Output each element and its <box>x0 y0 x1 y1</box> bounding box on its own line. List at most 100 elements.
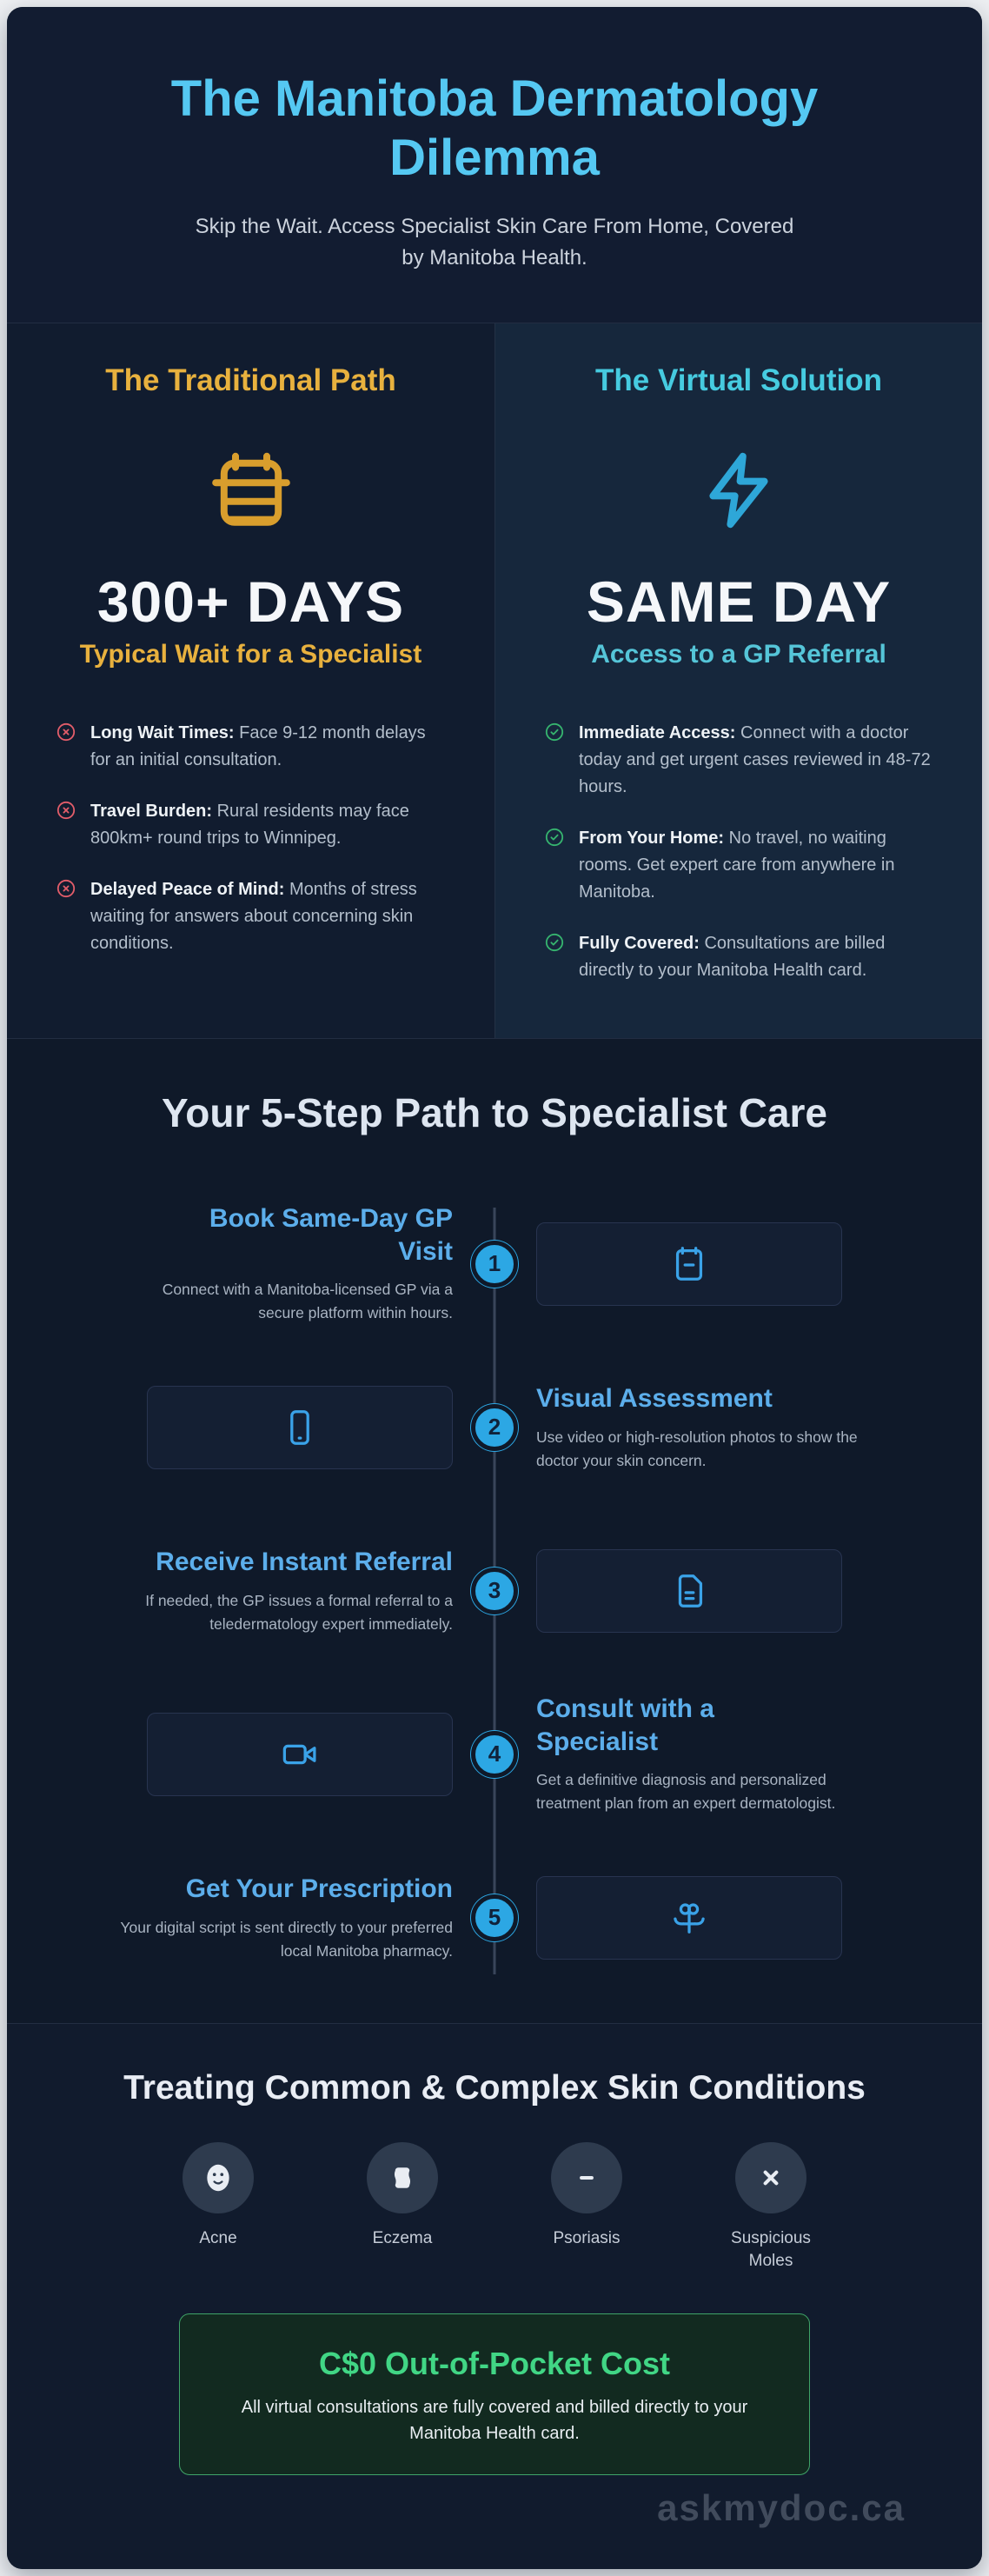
conditions-heading: Treating Common & Complex Skin Condition… <box>123 2068 866 2107</box>
step-row: 2 Visual Assessment Use video or high-re… <box>70 1362 919 1493</box>
circle-check-icon <box>544 722 565 742</box>
traditional-stat-caption: Typical Wait for a Specialist <box>79 639 422 669</box>
circle-check-icon <box>544 827 565 848</box>
traditional-heading: The Traditional Path <box>105 363 396 397</box>
point-text: Long Wait Times: Face 9-12 month delays … <box>90 722 426 769</box>
point-text: From Your Home: No travel, no waiting ro… <box>579 828 895 902</box>
conditions-section: Treating Common & Complex Skin Condition… <box>7 2022 982 2570</box>
hero-section: The Manitoba Dermatology Dilemma Skip th… <box>7 7 982 323</box>
comparison-section: The Traditional Path 300+ DAYS Typical W… <box>7 322 982 1038</box>
list-item: From Your Home: No travel, no waiting ro… <box>544 825 933 906</box>
step-icon-card <box>147 1712 453 1796</box>
step-text: Consult with a Specialist Get a definiti… <box>536 1693 871 1815</box>
step-title: Receive Instant Referral <box>156 1548 453 1576</box>
circle-check-icon <box>544 932 565 953</box>
step-number-badge: 4 <box>471 1730 518 1778</box>
smiley-face-icon <box>207 2164 229 2192</box>
step-title: Visual Assessment <box>536 1384 773 1413</box>
point-text: Travel Burden: Rural residents may face … <box>90 801 409 848</box>
steps-timeline: Book Same-Day GP Visit Connect with a Ma… <box>70 1199 919 1983</box>
step-title: Get Your Prescription <box>185 1874 453 1903</box>
circle-x-icon <box>56 722 76 742</box>
condition-item: Psoriasis <box>536 2141 637 2272</box>
condition-circle <box>367 2141 438 2213</box>
point-label: Travel Burden: <box>90 801 213 821</box>
watermark: askmydoc.ca <box>657 2487 906 2529</box>
step-description: Connect with a Manitoba-licensed GP via … <box>162 1281 453 1322</box>
condition-circle <box>735 2141 806 2213</box>
circle-x-icon <box>56 878 76 899</box>
condition-item: Eczema <box>352 2141 453 2272</box>
cost-box-text: All virtual consultations are fully cove… <box>241 2398 748 2444</box>
step-icon-card <box>536 1875 842 1960</box>
condition-circle <box>183 2141 254 2213</box>
steps-section: Your 5-Step Path to Specialist Care Book… <box>7 1037 982 2023</box>
point-text: Delayed Peace of Mind: Months of stress … <box>90 879 417 953</box>
point-label: Fully Covered: <box>579 933 700 953</box>
condition-item: Suspicious Moles <box>720 2141 821 2272</box>
point-label: Delayed Peace of Mind: <box>90 879 285 899</box>
cost-box-title: C$0 Out-of-Pocket Cost <box>318 2346 671 2382</box>
list-item: Immediate Access: Connect with a doctor … <box>544 720 933 801</box>
point-label: Long Wait Times: <box>90 722 235 742</box>
step-description: Get a definitive diagnosis and personali… <box>536 1771 836 1813</box>
condition-label: Psoriasis <box>553 2228 621 2247</box>
condition-circle <box>551 2141 622 2213</box>
list-item: Long Wait Times: Face 9-12 month delays … <box>56 720 446 774</box>
point-label: From Your Home: <box>579 828 725 848</box>
step-title: Book Same-Day GP Visit <box>209 1204 453 1266</box>
list-item: Delayed Peace of Mind: Months of stress … <box>56 876 446 957</box>
traditional-points-list: Long Wait Times: Face 9-12 month delays … <box>56 720 446 957</box>
calendar-icon <box>211 452 290 526</box>
steps-heading: Your 5-Step Path to Specialist Care <box>161 1089 827 1135</box>
calendar-icon <box>675 1247 703 1281</box>
step-text: Receive Instant Referral If needed, the … <box>118 1546 453 1636</box>
traditional-stat: 300+ DAYS <box>96 569 405 634</box>
point-text: Immediate Access: Connect with a doctor … <box>579 722 931 796</box>
smartphone-icon <box>290 1410 309 1445</box>
step-title: Consult with a Specialist <box>536 1694 714 1756</box>
step-number-badge: 5 <box>471 1894 518 1941</box>
step-row: Book Same-Day GP Visit Connect with a Ma… <box>70 1199 919 1329</box>
pharmacy-flower-icon <box>674 1903 705 1934</box>
condition-label: Acne <box>199 2228 237 2247</box>
virtual-stat-caption: Access to a GP Referral <box>591 639 886 669</box>
circle-x-icon <box>56 800 76 821</box>
virtual-points-list: Immediate Access: Connect with a doctor … <box>544 720 933 984</box>
traditional-path-column: The Traditional Path 300+ DAYS Typical W… <box>7 323 494 1038</box>
step-text: Get Your Prescription Your digital scrip… <box>118 1873 453 1963</box>
step-number-badge: 1 <box>471 1240 518 1288</box>
list-item: Travel Burden: Rural residents may face … <box>56 798 446 852</box>
virtual-stat: SAME DAY <box>586 569 892 634</box>
document-icon <box>678 1574 703 1608</box>
x-icon <box>763 2170 779 2186</box>
video-camera-icon <box>282 1744 316 1765</box>
conditions-row: Acne Eczema Psoriasis <box>42 2141 947 2272</box>
step-description: Use video or high-resolution photos to s… <box>536 1428 858 1469</box>
step-row: 4 Consult with a Specialist Get a defini… <box>70 1689 919 1820</box>
page-subtitle: Skip the Wait. Access Specialist Skin Ca… <box>195 214 794 270</box>
lightning-icon <box>709 452 768 529</box>
step-number-badge: 3 <box>471 1567 518 1614</box>
step-description: If needed, the GP issues a formal referr… <box>145 1591 453 1633</box>
step-row: Get Your Prescription Your digital scrip… <box>70 1853 919 1983</box>
virtual-solution-column: The Virtual Solution SAME DAY Access to … <box>494 323 982 1038</box>
infographic-card: The Manitoba Dermatology Dilemma Skip th… <box>7 7 982 2570</box>
list-item: Fully Covered: Consultations are billed … <box>544 930 933 984</box>
condition-label: Suspicious Moles <box>731 2228 811 2270</box>
step-text: Book Same-Day GP Visit Connect with a Ma… <box>118 1202 453 1325</box>
step-number-badge: 2 <box>471 1403 518 1451</box>
point-label: Immediate Access: <box>579 722 736 742</box>
cost-box: C$0 Out-of-Pocket Cost All virtual consu… <box>179 2313 810 2476</box>
step-description: Your digital script is sent directly to … <box>120 1918 453 1960</box>
step-icon-card <box>536 1221 842 1306</box>
point-text: Fully Covered: Consultations are billed … <box>579 933 886 980</box>
step-icon-card <box>536 1548 842 1633</box>
minus-icon <box>580 2175 594 2180</box>
page-title: The Manitoba Dermatology Dilemma <box>170 70 819 187</box>
condition-label: Eczema <box>372 2228 433 2247</box>
step-icon-card <box>147 1385 453 1469</box>
patch-icon <box>394 2167 411 2188</box>
virtual-heading: The Virtual Solution <box>595 363 882 397</box>
condition-item: Acne <box>168 2141 269 2272</box>
